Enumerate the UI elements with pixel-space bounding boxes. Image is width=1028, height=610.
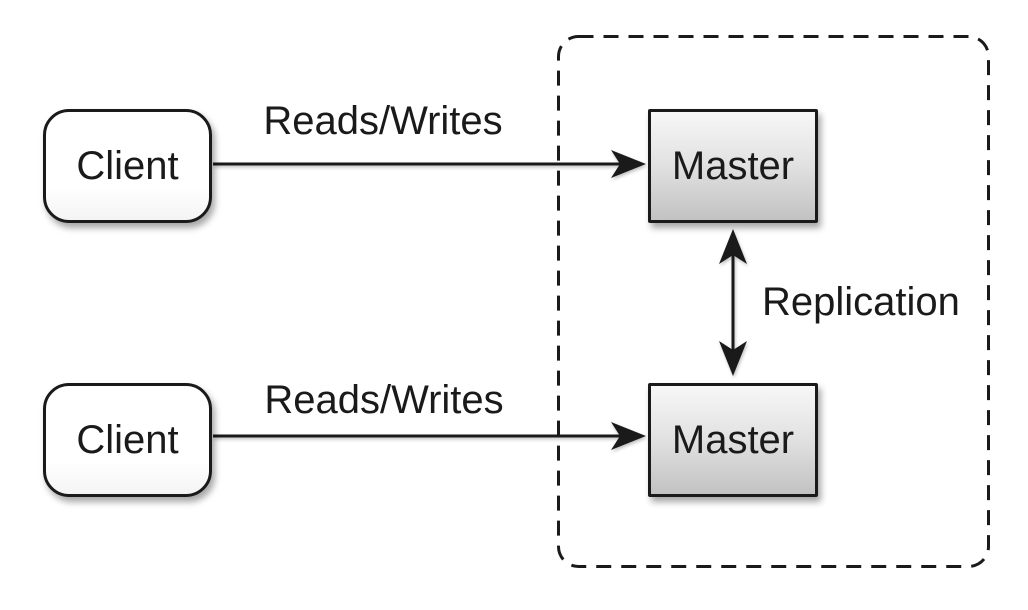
- node-client-top-label: Client: [76, 144, 179, 188]
- replication-arrow: [719, 229, 747, 376]
- node-master-top: Master: [648, 109, 818, 223]
- node-client-bottom: Client: [43, 383, 212, 497]
- reads-writes-arrow-top: [213, 150, 646, 178]
- node-client-top: Client: [43, 109, 212, 223]
- reads-writes-arrow-bottom: [213, 422, 646, 450]
- label-replication: Replication: [762, 280, 960, 324]
- node-master-bottom: Master: [648, 383, 818, 497]
- node-master-top-label: Master: [671, 144, 795, 188]
- node-master-bottom-label: Master: [671, 418, 795, 462]
- label-reads-writes-bottom: Reads/Writes: [264, 378, 504, 422]
- label-reads-writes-top: Reads/Writes: [263, 99, 503, 143]
- node-client-bottom-label: Client: [76, 418, 179, 462]
